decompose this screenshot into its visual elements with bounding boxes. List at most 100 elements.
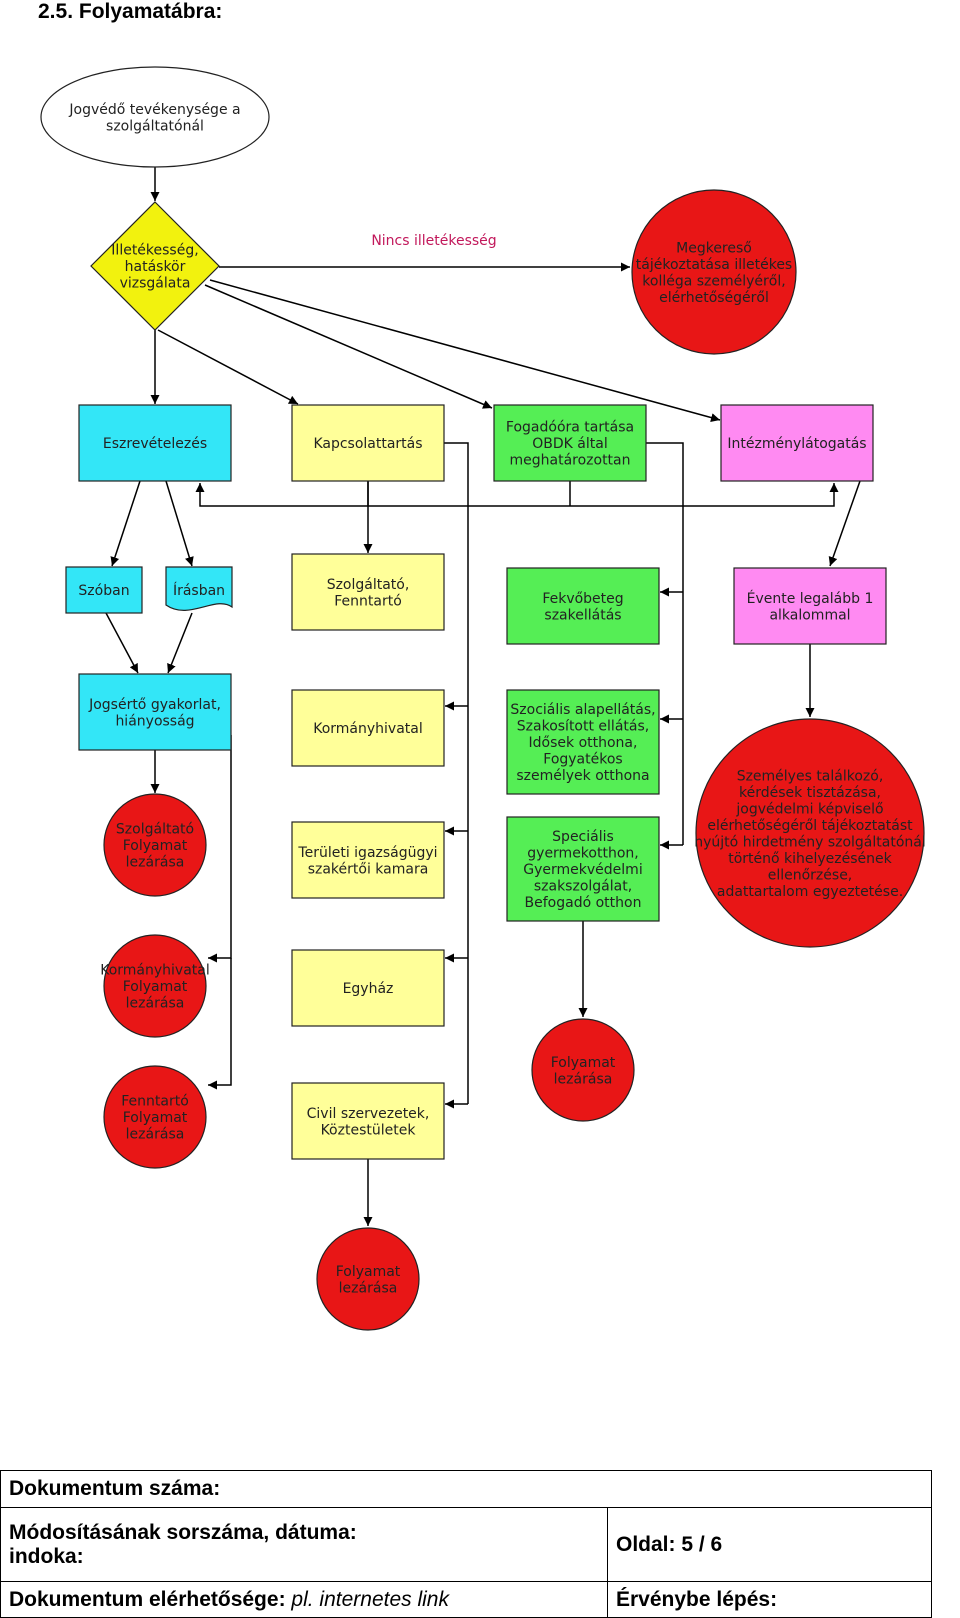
node-label: Területi igazságügyi	[297, 845, 437, 861]
node-label: lezárása	[554, 1071, 613, 1087]
node-label: Folyamat	[551, 1055, 616, 1071]
node-shape	[291, 1082, 445, 1160]
node-shape	[291, 404, 445, 482]
edge-return-line	[195, 483, 839, 507]
modification-cell: Módosításának sorszáma, dátuma: indoka:	[0, 1507, 608, 1582]
node-szolgaltato-fenntarto: Szolgáltató,Fenntartó	[291, 553, 445, 631]
node-label: Fogyatékos	[543, 752, 622, 768]
node-shape	[65, 566, 143, 614]
node-label: Fogadóóra tartása	[506, 420, 634, 436]
node-label: Szolgáltató	[116, 822, 194, 838]
node-label: Kapcsolattartás	[313, 436, 422, 452]
node-kormanyhivatal: Kormányhivatal	[291, 689, 445, 767]
modification-label: Módosításának sorszáma, dátuma:	[9, 1520, 357, 1544]
edge-decision-kapcsolattartas	[157, 329, 299, 405]
node-label: Fenntartó	[121, 1094, 189, 1110]
node-label: Folyamat	[123, 979, 188, 995]
node-label: gyermekotthon,	[527, 846, 638, 862]
node-label: kérdések tisztázása,	[739, 785, 881, 801]
node-label: jogvédelmi képviselő	[735, 801, 883, 817]
availability-cell: Dokumentum elérhetősége: pl. internetes …	[0, 1581, 608, 1618]
node-label: Folyamat	[336, 1264, 401, 1280]
flowchart-nodes: Jogvédő tevékenysége aszolgáltatónálIlle…	[40, 66, 926, 1331]
edge-decision-fogadoora	[204, 284, 493, 409]
node-shape	[291, 689, 445, 767]
node-label: Személyes találkozó,	[737, 768, 884, 784]
node-shape	[506, 689, 660, 795]
node-label: Szociális alapellátás,	[510, 702, 655, 718]
node-label: Jogsértő gyakorlat,	[88, 697, 221, 713]
node-label: kolléga személyéről,	[642, 273, 785, 289]
node-label: történő kihelyezésének	[728, 851, 892, 867]
node-label: Folyamat	[123, 1110, 188, 1126]
reason-label: indoka:	[9, 1544, 84, 1568]
page-number: Oldal: 5 / 6	[616, 1532, 723, 1556]
node-kapcsolattartas: Kapcsolattartás	[291, 404, 445, 482]
edge-label-no-jurisdiction: Nincs illetékesség	[371, 233, 496, 249]
node-label: Szakosított ellátás,	[517, 719, 649, 735]
node-shape	[493, 404, 647, 482]
edge-decision-intezmeny	[209, 279, 721, 422]
node-label: lezárása	[126, 1127, 185, 1143]
node-label: Szóban	[78, 583, 129, 599]
node-label: tájékoztatása illetékes	[636, 257, 792, 273]
node-label: Megkereső	[676, 240, 752, 256]
node-shape	[733, 567, 887, 645]
edge-irasban-jogserto	[167, 612, 193, 674]
edge-jogserto-fenntarto-lezaras	[208, 958, 232, 1090]
availability-link[interactable]: pl. internetes link	[291, 1587, 449, 1611]
node-label: Kormányhivatal	[100, 963, 210, 979]
node-label: szakértői kamara	[308, 861, 429, 877]
node-shape	[506, 567, 660, 645]
document-footer-table: Dokumentum száma: Módosításának sorszáma…	[0, 1470, 932, 1618]
node-shape	[103, 934, 207, 1038]
node-label: Idősek otthona,	[529, 735, 638, 751]
edge-szoban-jogserto	[105, 612, 139, 674]
node-shape	[90, 201, 220, 331]
section-heading: 2.5. Folyamatábra:	[38, 0, 223, 23]
node-label: alkalommal	[769, 607, 850, 623]
node-label: személyek otthona	[516, 768, 649, 784]
node-shape	[695, 718, 925, 948]
node-intezmenylatogatas: Intézménylátogatás	[720, 404, 874, 482]
node-label: Illetékesség,	[111, 243, 198, 259]
node-shape	[291, 949, 445, 1027]
node-label: elérhetőségéről tájékoztatást	[707, 818, 913, 834]
effective-label: Érvénybe lépés:	[616, 1587, 778, 1611]
node-label: Jogvédő tevékenysége a	[68, 102, 240, 118]
node-shape	[506, 816, 660, 922]
node-shape	[531, 1018, 635, 1122]
node-shape	[103, 793, 207, 897]
node-irasban: Írásban	[165, 566, 233, 611]
node-label: Gyermekvédelmi	[523, 862, 642, 878]
node-eszrevetelezes: Eszrevételezés	[78, 404, 232, 482]
node-label: lezárása	[126, 855, 185, 871]
node-label: ellenőrzése,	[768, 867, 853, 883]
node-shape	[316, 1227, 420, 1331]
node-shape	[165, 566, 233, 611]
node-egyhaz: Egyház	[291, 949, 445, 1027]
page-cell: Oldal: 5 / 6	[607, 1507, 932, 1582]
node-label: Írásban	[173, 582, 225, 599]
node-shape	[291, 821, 445, 899]
node-shape	[291, 553, 445, 631]
node-label: adattartalom egyeztetése.	[717, 884, 903, 900]
node-szocialis: Szociális alapellátás,Szakosított ellátá…	[506, 689, 660, 795]
edge-fogadoora-right-bus	[646, 442, 684, 845]
node-shape	[720, 404, 874, 482]
node-szemelyes: Személyes találkozó,kérdések tisztázása,…	[694, 718, 926, 948]
node-label: Szolgáltató,	[327, 577, 410, 593]
node-label: Egyház	[343, 981, 394, 997]
node-label: Intézménylátogatás	[727, 436, 866, 452]
node-label: vizsgálata	[120, 276, 191, 292]
effective-cell: Érvénybe lépés:	[607, 1581, 932, 1618]
